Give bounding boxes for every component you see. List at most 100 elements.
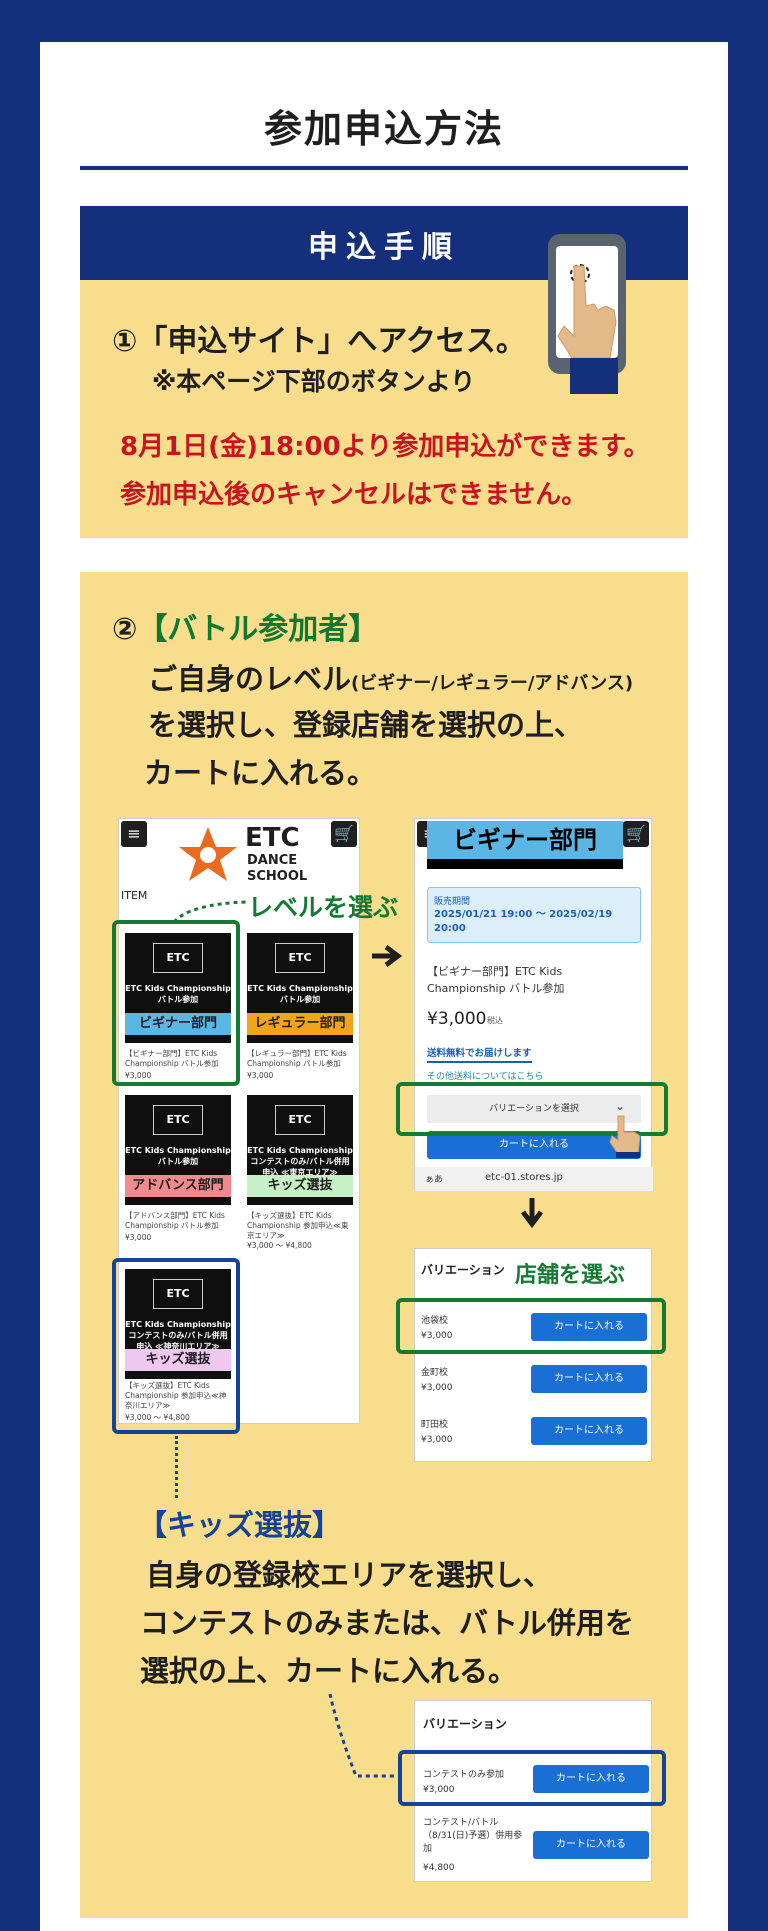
browser-bar: ぁあ etc-01.stores.jp <box>415 1167 653 1191</box>
product-price: ¥3,000 <box>125 1071 152 1080</box>
product-logo: ETC <box>275 1105 325 1135</box>
brand-sub2: SCHOOL <box>247 869 308 884</box>
level-hint: レベルを選ぶ <box>248 893 399 922</box>
product-card-kids-kanagawa[interactable]: ETC ETC Kids Championship コンテストのみ/バトル併用申… <box>125 1269 231 1379</box>
item-label: ITEM <box>121 889 148 902</box>
variation-row-name: 池袋校 <box>421 1316 449 1326</box>
browser-text-size[interactable]: ぁあ <box>425 1175 444 1185</box>
step1-text: ①「申込サイト」へアクセス。 <box>112 324 526 359</box>
store-cart-button[interactable]: カートに入れる <box>531 1365 647 1393</box>
title-underline <box>80 166 688 170</box>
tap-hand-icon <box>548 234 626 394</box>
kids-line1: 自身の登録校エリアを選択し、 <box>146 1558 553 1592</box>
product-desc: 【アドバンス部門】ETC Kids Championship バトル参加 <box>125 1211 225 1230</box>
sale-period: 2025/01/21 19:00 〜 2025/02/19 20:00 <box>434 909 613 934</box>
cart-icon[interactable]: 🛒 <box>623 821 649 847</box>
step2-heading: ②【バトル参加者】 <box>112 604 378 648</box>
step1-note: ※本ページ下部のボタンより <box>152 367 476 396</box>
pointer-hand-icon <box>609 1115 641 1158</box>
page-title: 参加申込方法 <box>263 107 504 151</box>
detail-banner: ビギナー部門 <box>427 821 623 859</box>
product-caption: ETC Kids Championship バトル参加 <box>125 1146 231 1166</box>
cart-icon[interactable]: 🛒 <box>331 821 357 847</box>
variation-row-name: コンテストのみ参加 <box>423 1770 505 1780</box>
product-price: ¥3,000 〜 ¥4,800 <box>247 1241 312 1250</box>
variation-select[interactable]: バリエーションを選択 <box>427 1095 641 1123</box>
product-caption: ETC Kids Championship コンテストのみ/バトル併用申込 ≪神… <box>125 1320 231 1351</box>
arrow-down-icon <box>521 1198 543 1229</box>
product-caption: ETC Kids Championship バトル参加 <box>247 984 353 1004</box>
detail-product-name: 【ビギナー部門】ETC Kids Championship バトル参加 <box>427 965 565 995</box>
variation-heading: バリエーション <box>421 1263 505 1277</box>
product-desc: 【キッズ選抜】ETC Kids Championship 参加申込≪東京エリア≫ <box>247 1211 349 1240</box>
product-price: ¥3,000 <box>125 1233 152 1242</box>
kids-line3: 選択の上、カートに入れる。 <box>140 1654 518 1688</box>
store-selection-frame <box>396 1298 666 1354</box>
sale-label: 販売期間 <box>434 897 471 907</box>
store-hint: 店舗を選ぶ <box>515 1263 626 1288</box>
brand-sub1: DANCE <box>247 853 298 868</box>
level-hint-leader <box>172 900 247 924</box>
battle-line2: を選択し、登録店舗を選択の上、 <box>148 708 584 742</box>
product-logo: ETC <box>153 943 203 973</box>
menu-icon[interactable]: ≡ <box>121 821 147 847</box>
contest-leader-line <box>328 1693 398 1778</box>
cancel-notice: 参加申込後のキャンセルはできません。 <box>120 480 588 510</box>
product-band: キッズ選抜 <box>125 1349 231 1371</box>
variation-row-price: ¥3,000 <box>421 1331 453 1341</box>
product-price: ¥3,000 〜 ¥4,800 <box>125 1413 190 1422</box>
product-band: キッズ選抜 <box>247 1175 353 1197</box>
variation-row-price: ¥3,000 <box>421 1383 453 1393</box>
product-card-beginner[interactable]: ETC ETC Kids Championship バトル参加 ビギナー部門 <box>125 933 231 1043</box>
product-card-advance[interactable]: ETC ETC Kids Championship バトル参加 アドバンス部門 <box>125 1095 231 1205</box>
kids-leader-line <box>175 1436 178 1498</box>
kids-label: 【キッズ選抜】 <box>138 1508 342 1542</box>
product-band: レギュラー部門 <box>247 1013 353 1035</box>
product-desc: 【キッズ選抜】ETC Kids Championship 参加申込≪神奈川エリア… <box>125 1381 227 1410</box>
product-desc: 【ビギナー部門】ETC Kids Championship バトル参加 <box>125 1049 219 1068</box>
other-shipping-link[interactable]: その他送料についてはこちら <box>427 1072 544 1082</box>
product-logo: ETC <box>153 1279 203 1309</box>
contest-cart-button[interactable]: カートに入れる <box>533 1765 649 1793</box>
store-variation-screenshot: バリエーション 店舗を選ぶ 池袋校 ¥3,000 カートに入れる 金町校 ¥3,… <box>414 1248 652 1462</box>
chevron-down-icon: ⌄ <box>615 1099 626 1113</box>
product-card-regular[interactable]: ETC ETC Kids Championship バトル参加 レギュラー部門 <box>247 933 353 1043</box>
step2-number: ② <box>112 612 138 647</box>
start-notice: 8月1日(金)18:00より参加申込ができます。 <box>120 432 650 462</box>
product-price: ¥3,000 <box>247 1071 274 1080</box>
variation-row-price: ¥4,800 <box>423 1863 455 1873</box>
sale-period-box: 販売期間 2025/01/21 19:00 〜 2025/02/19 20:00 <box>427 887 641 943</box>
detail-price: ¥3,000 <box>427 1009 487 1029</box>
product-caption: ETC Kids Championship コンテストのみ/バトル併用申込 ≪東… <box>247 1146 353 1177</box>
product-logo: ETC <box>153 1105 203 1135</box>
battle-label: 【バトル参加者】 <box>137 612 379 647</box>
battle-line1-small: (ビギナー/レギュラー/アドバンス) <box>351 673 634 694</box>
free-shipping: 送料無料でお届けします <box>427 1045 532 1063</box>
detail-tax: 税込 <box>487 1016 503 1025</box>
variation-selection-frame <box>396 1082 668 1136</box>
variation-row-price: ¥3,000 <box>421 1435 453 1445</box>
product-logo: ETC <box>275 943 325 973</box>
browser-url[interactable]: etc-01.stores.jp <box>485 1172 563 1183</box>
brand-name: ETC <box>245 823 300 853</box>
variation-row-name: 町田校 <box>421 1420 449 1430</box>
battle-line3: カートに入れる。 <box>144 756 377 790</box>
kids-selection-frame <box>112 1258 240 1434</box>
product-band: ビギナー部門 <box>125 1013 231 1035</box>
product-caption: ETC Kids Championship バトル参加 <box>125 984 231 1004</box>
variation-heading: バリエーション <box>423 1717 507 1731</box>
contest-selection-frame <box>398 1750 666 1806</box>
contest-variation-screenshot: バリエーション コンテストのみ参加 ¥3,000 カートに入れる コンテスト/バ… <box>414 1700 652 1882</box>
product-desc: 【レギュラー部門】ETC Kids Championship バトル参加 <box>247 1049 347 1068</box>
banner-bottom-bar <box>427 859 623 869</box>
contest-cart-button[interactable]: カートに入れる <box>533 1831 649 1859</box>
variation-row-name: 金町校 <box>421 1368 449 1378</box>
variation-row-name: コンテスト/バトル（8/31(日)予選）併用参加 <box>423 1818 523 1854</box>
product-band: アドバンス部門 <box>125 1175 231 1197</box>
variation-row-price: ¥3,000 <box>423 1785 455 1795</box>
store-cart-button[interactable]: カートに入れる <box>531 1417 647 1445</box>
store-cart-button[interactable]: カートに入れる <box>531 1313 647 1341</box>
procedure-heading: 申込手順 <box>308 230 460 265</box>
product-card-kids-tokyo[interactable]: ETC ETC Kids Championship コンテストのみ/バトル併用申… <box>247 1095 353 1205</box>
battle-line1-main: ご自身のレベル <box>148 662 352 696</box>
